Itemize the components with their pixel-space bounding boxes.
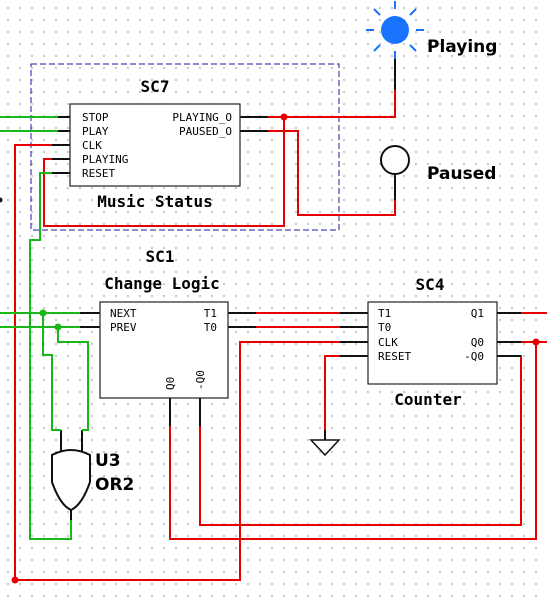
led-paused[interactable]: Paused <box>380 145 496 184</box>
or-gate-icon <box>51 449 91 512</box>
sc1-pin-prev: PREV <box>110 321 137 334</box>
sc7-pin-playing: PLAYING <box>82 153 128 166</box>
sc1-name: Change Logic <box>104 274 220 293</box>
sc4-pin-reset: RESET <box>378 350 411 363</box>
sc4-pin-q0: Q0 <box>471 336 484 349</box>
sc4-pin-t1: T1 <box>378 307 391 320</box>
junction <box>39 309 47 317</box>
component-sc1[interactable]: SC1 Change Logic NEXT PREV T1 T0 Q0 -Q0 <box>99 247 229 399</box>
ground-icon[interactable] <box>309 430 341 457</box>
wire-playing-out[interactable] <box>240 55 396 118</box>
led-paused-label: Paused <box>427 164 496 184</box>
sc7-pin-reset: RESET <box>82 167 115 180</box>
wire-or-in-a[interactable] <box>42 313 61 431</box>
junction <box>532 338 540 346</box>
sc7-pin-paused-o: PAUSED_O <box>179 125 232 138</box>
wire-bottom-clk[interactable] <box>15 341 368 581</box>
green-wires <box>0 116 89 540</box>
sc7-pin-play: PLAY <box>82 125 109 138</box>
led-glow-icon <box>366 1 424 59</box>
junction <box>54 323 62 331</box>
wire-or-in-b[interactable] <box>57 327 89 431</box>
sc1-pin-nq0: -Q0 <box>194 370 207 390</box>
junction <box>11 576 19 584</box>
led-playing[interactable]: Playing <box>366 1 497 59</box>
sc7-pin-stop: STOP <box>82 111 109 124</box>
sc4-pin-clk: CLK <box>378 336 398 349</box>
sc4-ref: SC4 <box>416 275 445 294</box>
sc4-pin-nq0: -Q0 <box>464 350 484 363</box>
pin-stubs <box>52 55 521 520</box>
led-on-icon <box>381 16 409 44</box>
sc1-pin-q0: Q0 <box>164 377 177 390</box>
sc4-name: Counter <box>394 390 461 409</box>
u3-ref: U3 <box>95 451 121 471</box>
sc7-pin-clk: CLK <box>82 139 102 152</box>
wire-reset-ground[interactable] <box>324 355 368 436</box>
wire-reset[interactable] <box>29 172 72 540</box>
u3-type: OR2 <box>95 475 134 495</box>
sc7-pin-playing-o: PLAYING_O <box>172 111 232 124</box>
sc4-pin-t0: T0 <box>378 321 391 334</box>
sc1-pin-t0: T0 <box>204 321 217 334</box>
wire-paused-out[interactable] <box>240 130 396 216</box>
led-off-icon <box>380 145 410 175</box>
sc1-pin-next: NEXT <box>110 307 137 320</box>
sc1-ref: SC1 <box>146 247 175 266</box>
junction <box>0 197 3 203</box>
component-sc4[interactable]: SC4 Counter T1 T0 CLK RESET Q1 Q0 -Q0 <box>367 275 498 409</box>
sc1-pin-t1: T1 <box>204 307 217 320</box>
sc7-name: Music Status <box>97 192 213 211</box>
wire-q0-feedback[interactable] <box>169 341 537 540</box>
junction <box>280 113 288 121</box>
led-playing-label: Playing <box>427 37 497 57</box>
sc4-pin-q1: Q1 <box>471 307 484 320</box>
component-sc7[interactable]: SC7 Music Status STOP PLAY CLK PLAYING R… <box>69 77 241 211</box>
selection-rectangle[interactable] <box>30 63 340 231</box>
component-u3[interactable]: U3 OR2 <box>51 449 134 512</box>
wire-clk-bus[interactable] <box>14 144 70 580</box>
sc7-ref: SC7 <box>141 77 170 96</box>
